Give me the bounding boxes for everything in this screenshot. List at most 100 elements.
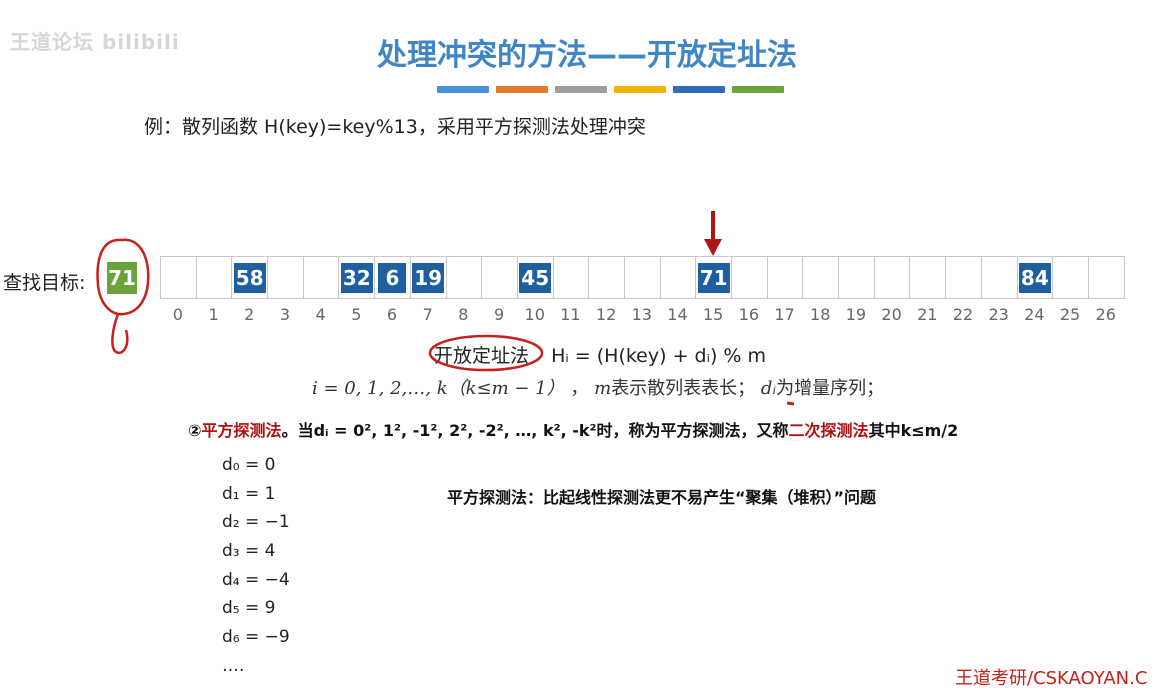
hash-cell: 58 [232, 256, 269, 299]
hash-cell-value: 32 [340, 262, 373, 293]
hash-cell [1088, 256, 1125, 299]
d-var: dᵢ [760, 378, 777, 399]
hash-index-label: 14 [667, 305, 688, 324]
hash-cell-value: 84 [1018, 262, 1051, 293]
hash-cell: 19 [410, 256, 447, 299]
title-bar-segment [732, 86, 784, 93]
search-target-label: 查找目标: [3, 272, 86, 294]
hash-cell [161, 256, 197, 299]
hash-cell [767, 256, 804, 299]
hash-cell-value: 58 [233, 262, 266, 293]
hash-cell [732, 256, 768, 299]
hash-cell [910, 256, 947, 299]
hash-cell [446, 256, 483, 299]
hash-formula: Hᵢ = (H(key) + dᵢ) % m [551, 345, 767, 367]
hash-cell [981, 256, 1018, 299]
m-description: 表示散列表表长； [611, 378, 756, 399]
m-var: m [594, 378, 612, 399]
hash-index-label: 26 [1095, 305, 1116, 324]
hash-index-label: 15 [702, 305, 724, 324]
increment-item: d₃ = 4 [222, 541, 276, 562]
hash-cell: 71 [696, 256, 732, 299]
hash-index-label: 23 [988, 305, 1009, 324]
watermark: 王道论坛 bilibili [10, 30, 180, 54]
hash-index-label: 12 [595, 305, 617, 324]
hash-index-label: 21 [917, 305, 938, 324]
hash-index-label: 1 [208, 305, 219, 324]
hash-cell-value: 45 [519, 262, 552, 293]
hash-cell [803, 256, 840, 299]
hash-index-label: 6 [386, 305, 398, 324]
hash-index-label: 18 [810, 305, 831, 324]
hash-cell: 84 [1017, 256, 1054, 299]
example-text: 例：散列函数 H(key)=key%13，采用平方探测法处理冲突 [144, 116, 646, 138]
hash-cell [303, 256, 340, 299]
hash-cell: 45 [517, 256, 554, 299]
hash-index-label: 20 [881, 305, 902, 324]
hash-index-label: 7 [422, 305, 433, 324]
hash-cell [946, 256, 982, 299]
hash-index-label: 17 [774, 305, 795, 324]
hash-index-label: 8 [458, 305, 469, 324]
increment-item: d₅ = 9 [222, 598, 276, 619]
hash-cell-value: 6 [378, 262, 407, 293]
method-name: 平方探测法 [201, 421, 282, 440]
title-bar-segment [555, 86, 607, 93]
hash-cell: 6 [375, 256, 411, 299]
method-number: ② [188, 421, 202, 440]
slide-title: 处理冲突的方法——开放定址法 [377, 38, 797, 73]
increment-item: d₆ = −9 [222, 627, 290, 648]
hash-cell [839, 256, 875, 299]
increment-item: d₂ = −1 [222, 512, 290, 533]
increment-item: …. [222, 655, 245, 676]
method-description: ②平方探测法。当dᵢ = 0², 1², -1², 2², -2², …, k²… [188, 417, 958, 441]
increment-sequence: d₀ = 0 d₁ = 1 d₂ = −1 d₃ = 4 d₄ = −4 d₅ = 9 d₆… [222, 455, 290, 685]
increment-item: d₀ = 0 [222, 455, 276, 475]
title-bar-segment [437, 86, 489, 93]
d-underline-annotation [786, 401, 795, 406]
hash-index-label: 9 [493, 305, 505, 324]
hash-index-label: 16 [738, 305, 760, 324]
hash-index-label: 24 [1024, 305, 1045, 324]
hash-cell [268, 256, 304, 299]
d-description: 为增量序列； [776, 378, 885, 399]
variable-definitions: i = 0, 1, 2,…, k（k≤m − 1） ， m表示散列表表长； dᵢ… [312, 378, 885, 399]
hash-cell-value: 71 [697, 262, 730, 293]
hash-index-label: 11 [560, 305, 581, 324]
hash-index-label: 22 [952, 305, 974, 324]
method-text-1: 。当dᵢ = 0², 1², -1², 2², -2², …, k², -k²时… [281, 421, 789, 440]
hash-index-label: 10 [524, 305, 545, 324]
hash-cell [482, 256, 518, 299]
hash-cell [660, 256, 697, 299]
hash-cell [196, 256, 233, 299]
method-text-2: 其中k≤m/2 [868, 421, 959, 440]
title-bar-segment [496, 86, 548, 93]
hash-index-label: 0 [172, 305, 183, 324]
hash-cell [874, 256, 911, 299]
hash-cell [589, 256, 625, 299]
title-bar-segment [614, 86, 666, 93]
hash-index-label: 4 [315, 305, 326, 324]
formula-line: 开放定址法 Hᵢ = (H(key) + dᵢ) % m [430, 341, 766, 368]
hash-index-label: 3 [279, 305, 290, 324]
increment-item: d₁ = 1 [222, 483, 276, 504]
hash-index-label: 2 [244, 305, 255, 324]
hash-index-label: 25 [1059, 305, 1081, 324]
hash-index-label: 13 [631, 305, 652, 324]
title-bar-segment [673, 86, 725, 93]
footer-brand: 王道考研/CSKAOYAN.C [955, 668, 1148, 689]
hash-cell: 32 [339, 256, 376, 299]
hash-cell [624, 256, 661, 299]
hash-cell-value: 19 [412, 262, 445, 293]
hash-index-label: 5 [351, 305, 362, 324]
open-addressing-term: 开放定址法 [434, 345, 530, 367]
hash-cell [553, 256, 590, 299]
target-circle-annotation [96, 238, 150, 354]
hash-cell [1053, 256, 1089, 299]
advantage-note: 平方探测法：比起线性探测法更不易产生“聚集（堆积）”问题 [447, 488, 877, 507]
hash-index-label: 19 [845, 305, 867, 324]
increment-item: d₄ = −4 [222, 569, 290, 590]
